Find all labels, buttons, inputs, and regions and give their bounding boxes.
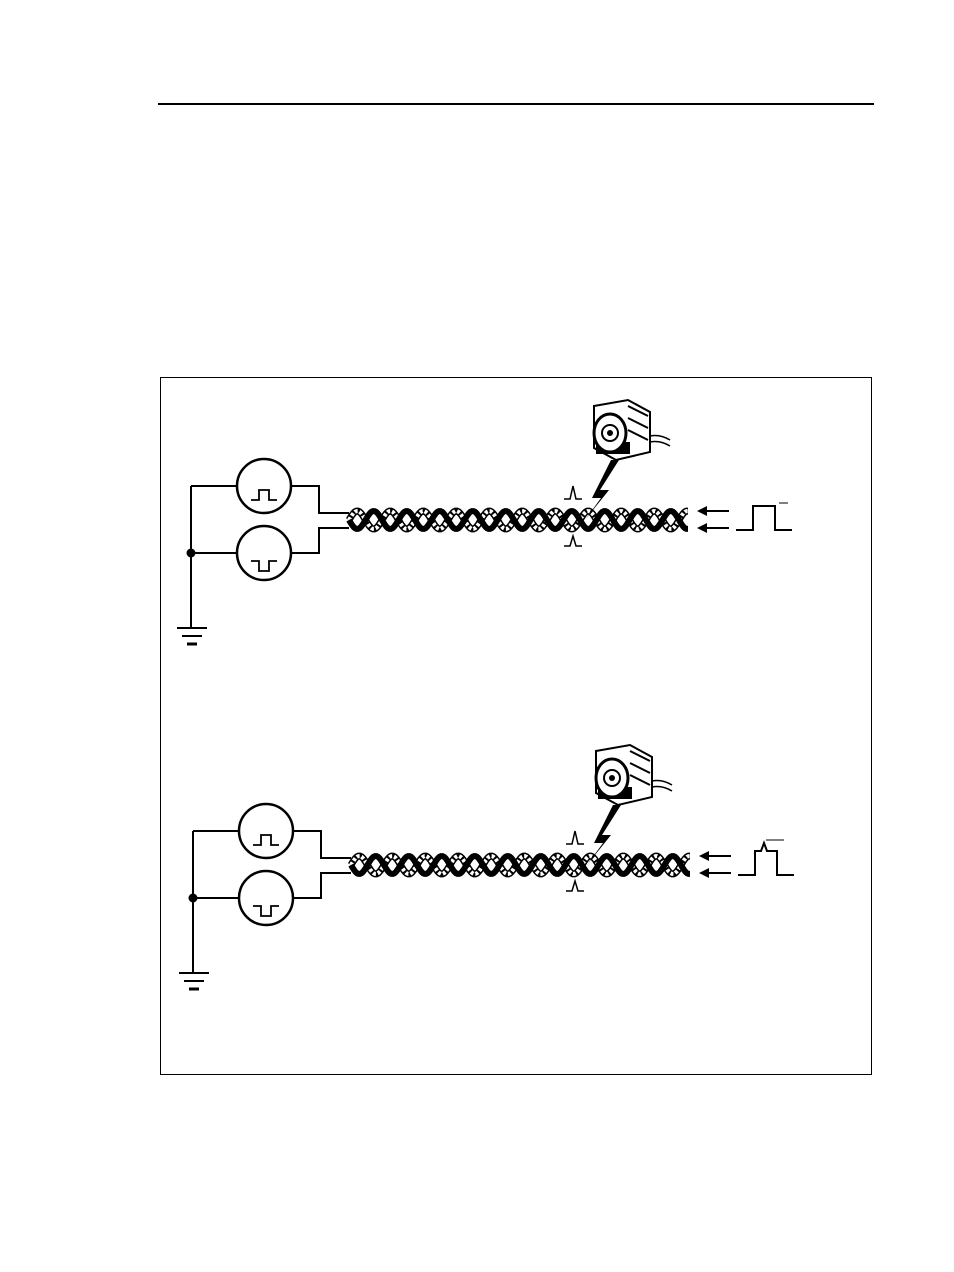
signal-source-negative: [237, 526, 291, 580]
output-waveform: [738, 843, 794, 875]
panel-top: [177, 400, 792, 644]
signal-source-negative: [239, 871, 293, 925]
arrow-bottom-head: [699, 868, 709, 878]
arrow-top-head: [699, 851, 709, 861]
twisted-pair-cable: [349, 511, 688, 529]
source-bottom-wire-right: [293, 873, 351, 898]
motor-cable: [650, 436, 670, 447]
arrow-bottom-head: [697, 523, 707, 533]
figure-frame: [160, 377, 872, 1075]
source-top-wire-right: [293, 831, 351, 858]
noise-pulse-top: [564, 486, 582, 499]
noise-pulse-bottom: [564, 536, 582, 546]
motor-shaft: [609, 775, 615, 781]
twisted-pair-cable: [351, 856, 690, 874]
signal-source-positive: [237, 459, 291, 513]
panel-bottom: [179, 745, 794, 989]
source-bottom-wire-right: [291, 528, 349, 553]
motor-cable: [652, 781, 672, 792]
header-rule: [158, 103, 874, 105]
motor-shaft: [607, 430, 613, 436]
motor-icon: [596, 745, 672, 805]
junction-dot: [187, 549, 196, 558]
output-waveform: [736, 506, 792, 530]
motor-icon: [594, 400, 670, 460]
arrow-top-head: [697, 506, 707, 516]
twisted-pair-noise-diagram: [161, 378, 873, 1076]
signal-source-positive: [239, 804, 293, 858]
junction-dot: [189, 894, 198, 903]
source-top-wire-right: [291, 486, 349, 513]
noise-pulse-top: [566, 831, 584, 844]
noise-pulse-bottom: [566, 881, 584, 891]
